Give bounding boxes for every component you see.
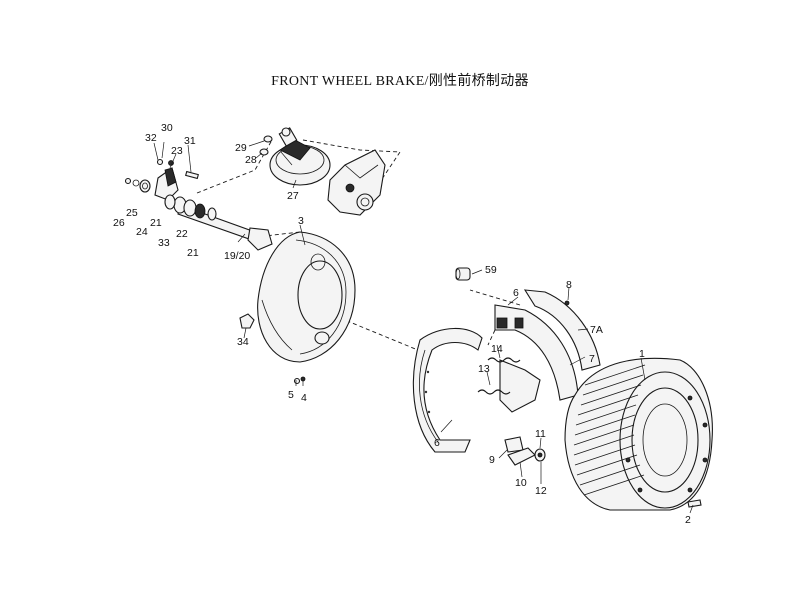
callout-12: 12 — [535, 485, 547, 497]
callout-5: 5 — [288, 389, 294, 401]
diagram-title: FRONT WHEEL BRAKE/刚性前桥制动器 — [271, 74, 529, 89]
callout-10: 10 — [515, 477, 527, 489]
brake-chamber — [269, 127, 331, 186]
callout-24: 24 — [136, 226, 148, 238]
callout-2: 2 — [685, 514, 691, 526]
callout-33: 33 — [158, 237, 170, 249]
callout-30: 30 — [161, 122, 173, 134]
drum-hardware — [564, 300, 702, 508]
callout-31: 31 — [184, 135, 196, 147]
callout-23: 23 — [171, 145, 183, 157]
callout-9: 9 — [489, 454, 495, 466]
callout-14: 14 — [491, 343, 503, 355]
callout-6-left: 6 — [434, 437, 440, 449]
callout-26: 26 — [113, 217, 125, 229]
callout-3: 3 — [298, 215, 304, 227]
callout-27: 27 — [287, 190, 299, 202]
callout-22: 22 — [176, 228, 188, 240]
callout-11: 11 — [535, 428, 546, 440]
anchor-pin-assembly — [504, 436, 546, 466]
chamber-bracket — [327, 149, 386, 216]
callout-7a: 7A — [590, 324, 603, 336]
callout-28: 28 — [245, 154, 257, 166]
chamber-fittings — [259, 135, 273, 156]
brake-shoe-left — [412, 327, 483, 453]
anchor-bushing — [455, 267, 471, 281]
callout-7: 7 — [589, 353, 595, 365]
callout-19-20: 19/20 — [224, 250, 250, 262]
callout-21-a: 21 — [150, 217, 162, 229]
dust-shield — [257, 231, 356, 363]
slack-adjuster — [154, 167, 179, 201]
callout-labels: 1 2 3 4 5 6 6 7 7A 8 9 10 11 12 13 14 19… — [113, 122, 691, 526]
callout-6-right: 6 — [513, 287, 519, 299]
callout-1: 1 — [639, 348, 645, 360]
leader-lines — [153, 140, 694, 514]
callout-59: 59 — [485, 264, 497, 276]
callout-13: 13 — [478, 363, 490, 375]
callout-29: 29 — [235, 142, 247, 154]
return-springs — [477, 357, 521, 395]
callout-25: 25 — [126, 207, 138, 219]
callout-32: 32 — [145, 132, 157, 144]
callout-4: 4 — [301, 392, 307, 404]
brake-drum — [564, 357, 713, 511]
callout-34: 34 — [237, 336, 249, 348]
brake-shoe-right — [494, 289, 601, 413]
camshaft — [164, 194, 273, 251]
callout-21-b: 21 — [187, 247, 199, 259]
callout-8: 8 — [566, 279, 572, 291]
washers-and-clips — [124, 177, 151, 193]
